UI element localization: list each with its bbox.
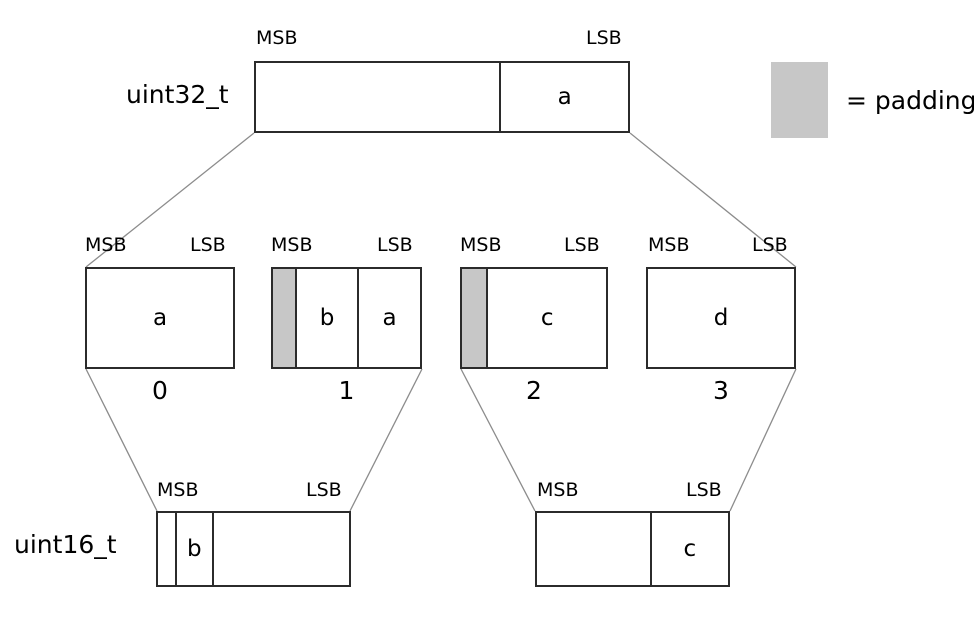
word32-lsb-label: LSB	[586, 27, 622, 49]
byte-index-3: 3	[713, 376, 729, 405]
byte-index-1: 1	[338, 376, 355, 405]
word16-right-msb-label: MSB	[537, 479, 579, 501]
legend-padding-label: = padding	[846, 86, 974, 115]
word16-left-cell-b: b	[174, 513, 212, 585]
word16-box-left[interactable]: b	[156, 511, 351, 587]
word16-right-cell-empty	[537, 513, 650, 585]
word32-msb-label: MSB	[256, 27, 298, 49]
byte1-lsb-label: LSB	[377, 234, 413, 256]
byte-box-1[interactable]: b a	[271, 267, 422, 369]
byte-box-0[interactable]: a	[85, 267, 235, 369]
byte3-lsb-label: LSB	[752, 234, 788, 256]
word32-cell-a: a	[499, 63, 628, 131]
byte1-cell-a: a	[357, 269, 420, 367]
legend-padding-swatch	[771, 62, 828, 138]
byte2-cell-c: c	[486, 269, 606, 367]
byte1-cell-padding	[273, 269, 295, 367]
type-label-uint32: uint32_t	[126, 80, 229, 109]
byte-box-2[interactable]: c	[460, 267, 608, 369]
byte1-cell-b: b	[295, 269, 357, 367]
word16-left-lsb-label: LSB	[306, 479, 342, 501]
byte0-lsb-label: LSB	[190, 234, 226, 256]
word16-left-cell-empty-1	[158, 513, 175, 585]
byte3-msb-label: MSB	[648, 234, 690, 256]
word16-box-right[interactable]: c	[535, 511, 730, 587]
word32-box[interactable]: a	[254, 61, 630, 133]
word16-left-msb-label: MSB	[157, 479, 199, 501]
byte-index-2: 2	[526, 376, 542, 405]
word16-right-cell-c: c	[649, 513, 728, 585]
byte3-cell-d: d	[648, 269, 794, 367]
byte0-cell-a: a	[87, 269, 233, 367]
byte2-cell-padding	[462, 269, 487, 367]
word16-left-cell-empty-2	[211, 513, 349, 585]
byte0-msb-label: MSB	[85, 234, 127, 256]
byte2-lsb-label: LSB	[564, 234, 600, 256]
byte1-msb-label: MSB	[271, 234, 313, 256]
byte-box-3[interactable]: d	[646, 267, 796, 369]
byte-index-0: 0	[152, 376, 168, 405]
word16-right-lsb-label: LSB	[686, 479, 722, 501]
word32-cell-empty	[256, 63, 500, 131]
type-label-uint16: uint16_t	[14, 530, 117, 559]
byte2-msb-label: MSB	[460, 234, 502, 256]
